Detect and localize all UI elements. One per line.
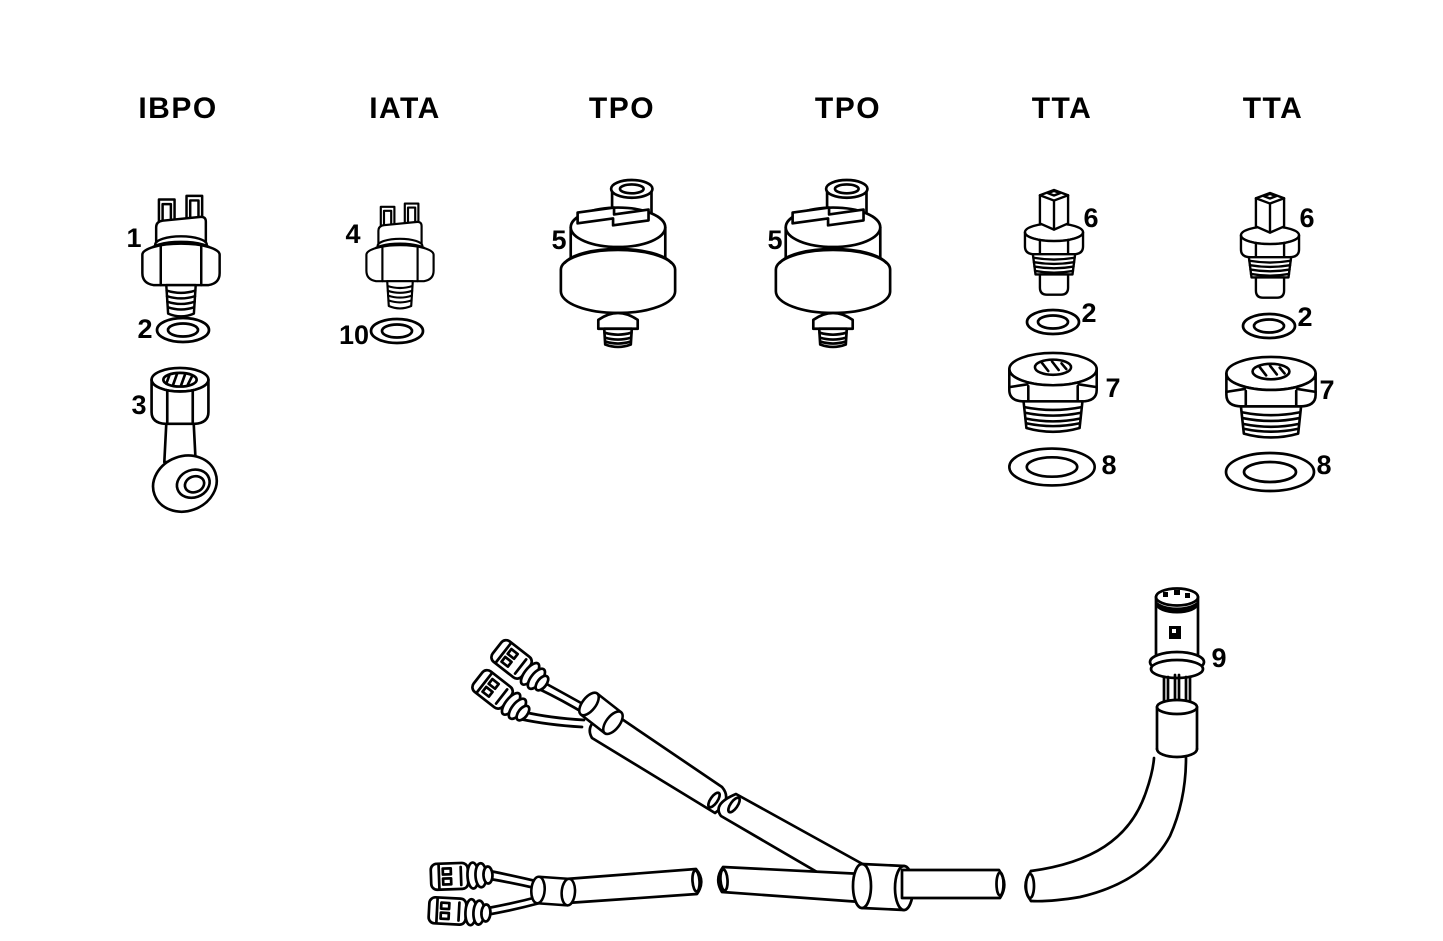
- sealing-washer-drawing: [369, 317, 425, 345]
- column-header-ibpo: IBPO: [138, 92, 217, 125]
- temperature-sensor-drawing: [1023, 188, 1085, 296]
- sealing-washer-drawing: [1241, 312, 1297, 340]
- part-number-5: 5: [767, 225, 782, 255]
- column-header-tta-1: TTA: [1032, 92, 1093, 125]
- part-number-7: 7: [1319, 375, 1334, 405]
- part-number-2: 2: [1081, 298, 1096, 328]
- harness-connector-drawing: [1148, 587, 1206, 759]
- part-number-4: 4: [345, 219, 360, 249]
- part-number-2: 2: [137, 314, 152, 344]
- gasket-washer-drawing: [1224, 451, 1316, 493]
- column-header-tpo-2: TPO: [815, 92, 881, 125]
- banjo-union-drawing: [143, 366, 226, 522]
- column-tta-2: TTA 6 2 7 8: [1224, 92, 1335, 493]
- pressure-switch-drawing: [365, 202, 435, 310]
- oil-pressure-sender-drawing: [559, 178, 677, 349]
- column-header-tta-2: TTA: [1243, 92, 1304, 125]
- harness-cable-right: [900, 868, 1006, 900]
- part-number-8: 8: [1101, 450, 1116, 480]
- oil-pressure-sender-drawing: [774, 178, 892, 349]
- sealing-washer-drawing: [155, 316, 211, 344]
- oil-pressure-switch-drawing: [141, 194, 221, 318]
- spade-terminal: [426, 895, 493, 928]
- harness-cable-straight-2: [716, 865, 865, 904]
- cable-end-cap: [691, 869, 701, 893]
- cable-end-cap: [726, 796, 742, 814]
- gasket-washer-drawing: [1008, 447, 1096, 487]
- column-ibpo: IBPO 1 2 3: [126, 92, 226, 522]
- part-number-9: 9: [1211, 643, 1226, 673]
- column-header-tpo-1: TPO: [589, 92, 655, 125]
- column-tta-1: TTA 6 2 7 8: [1008, 92, 1121, 487]
- spade-terminal: [429, 860, 495, 892]
- part-number-1: 1: [126, 223, 141, 253]
- part-number-2: 2: [1297, 302, 1312, 332]
- harness-cable-curved: [1024, 756, 1188, 903]
- column-iata: IATA 4 10: [339, 92, 441, 350]
- wiring-harness-drawing: 9: [426, 587, 1227, 928]
- column-header-iata: IATA: [369, 92, 441, 125]
- adapter-bush-drawing: [1225, 355, 1317, 439]
- part-number-5: 5: [551, 225, 566, 255]
- harness-cable-straight-1: [564, 867, 703, 905]
- column-tpo-1: TPO 5: [551, 92, 677, 349]
- temperature-sensor-drawing: [1239, 191, 1301, 299]
- cable-end-cap: [995, 871, 1005, 897]
- harness-lower-sleeve: [529, 874, 578, 908]
- sealing-washer-drawing: [1025, 308, 1081, 336]
- part-number-8: 8: [1316, 450, 1331, 480]
- part-number-6: 6: [1299, 203, 1314, 233]
- part-number-3: 3: [131, 390, 146, 420]
- part-number-6: 6: [1083, 203, 1098, 233]
- adapter-bush-drawing: [1008, 351, 1098, 434]
- cable-end-cap: [719, 868, 729, 892]
- part-number-10: 10: [339, 320, 369, 350]
- cable-end-cap: [706, 791, 722, 809]
- column-tpo-2: TPO 5: [767, 92, 892, 349]
- part-number-7: 7: [1105, 373, 1120, 403]
